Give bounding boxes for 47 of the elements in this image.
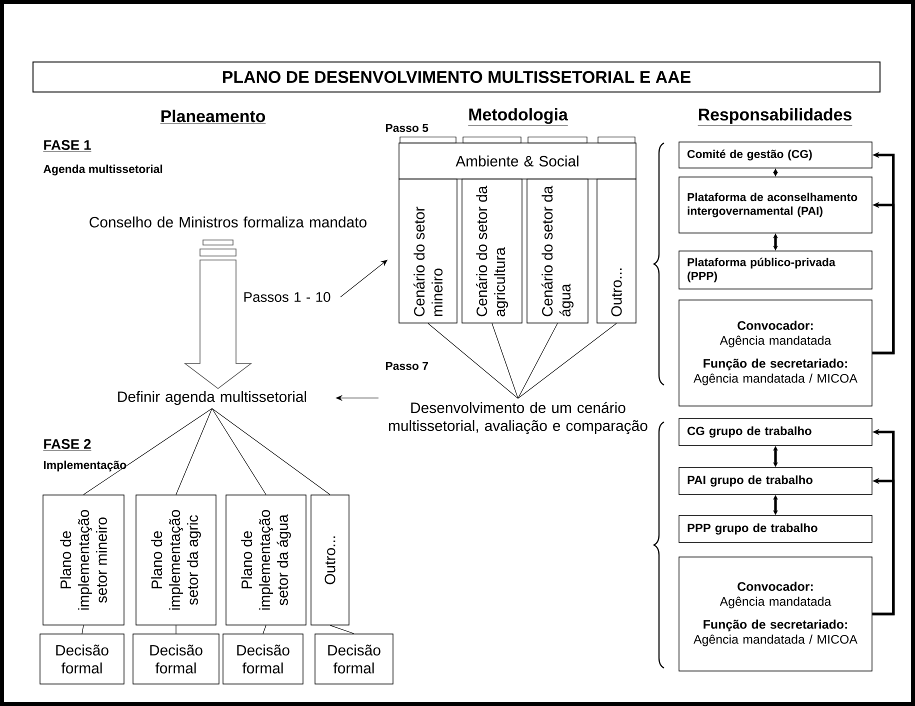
section-heading: Responsabilidades: [698, 108, 852, 126]
subheading: Agenda multissetorial: [44, 164, 162, 176]
statement-text: Conselho de Ministros formaliza mandato: [90, 216, 366, 228]
connector-line: [518, 323, 558, 399]
plan-column: Plano de implementação setor da água: [226, 494, 306, 626]
connector-line: [212, 408, 330, 495]
committee-box: Plataforma público-privada (PPP): [678, 250, 872, 290]
text-box: Decisão formal: [222, 634, 304, 684]
role-box: Convocador: Agência mandatada Função de secretariado: Agência mandatada / MICOA: [678, 556, 872, 672]
subheading: Implementação: [44, 460, 126, 472]
connector-line: [492, 323, 518, 399]
committee-box: CG grupo de trabalho: [678, 418, 872, 446]
subheading: Passo 5: [386, 124, 428, 132]
plan-column: Plano de implementação setor mineiro: [42, 494, 124, 626]
statement-text: Passos 1 - 10: [244, 292, 330, 302]
committee-box: Plataforma de aconselhamento intergovernamental (PAI): [678, 176, 872, 234]
text-box: Decisão formal: [132, 634, 220, 684]
committee-box: PAI grupo de trabalho: [678, 467, 872, 495]
connector-line: [82, 625, 84, 634]
section-heading: Planeamento: [160, 110, 266, 124]
statement-text: Definir agenda multissetorial: [118, 391, 306, 405]
committee-box: PPP grupo de trabalho: [678, 515, 872, 543]
phase-heading: FASE 1: [43, 140, 92, 152]
block-arrow: [184, 260, 252, 390]
connector-line: [212, 408, 266, 495]
connector-line: [83, 408, 212, 495]
committee-box: Comité de gestão (CG): [678, 142, 872, 168]
phase-heading: FASE 2: [43, 439, 92, 451]
text-box: Decisão formal: [314, 634, 394, 684]
connector-line: [330, 625, 354, 634]
plan-column: Outro...: [310, 494, 350, 626]
connector-line: [176, 408, 212, 495]
scenario-column: Cenário do setor mineiro: [398, 178, 458, 324]
connector-line: [428, 323, 518, 399]
text-box: Ambiente & Social: [398, 142, 636, 180]
connector-line: [518, 323, 617, 399]
scenario-column: Outro...: [596, 178, 636, 324]
text-box: Decisão formal: [40, 634, 124, 684]
section-heading: Metodologia: [468, 108, 568, 126]
plan-column: Plano de implementação setor da agric: [136, 494, 216, 626]
title-box: PLANO DE DESENVOLVIMENTO MULTISSETORIAL E AAE: [32, 62, 880, 92]
scenario-column: Cenário do setor da agricultura: [462, 178, 522, 324]
subheading: Passo 7: [386, 362, 428, 370]
scenario-column: Cenário do setor da água: [526, 178, 588, 324]
statement-text: Desenvolvimento de um cenário multissetorial, avaliação e comparação: [389, 402, 648, 434]
connector-line: [262, 625, 266, 634]
role-box: Convocador: Agência mandatada Função de secretariado: Agência mandatada / MICOA: [678, 300, 872, 406]
